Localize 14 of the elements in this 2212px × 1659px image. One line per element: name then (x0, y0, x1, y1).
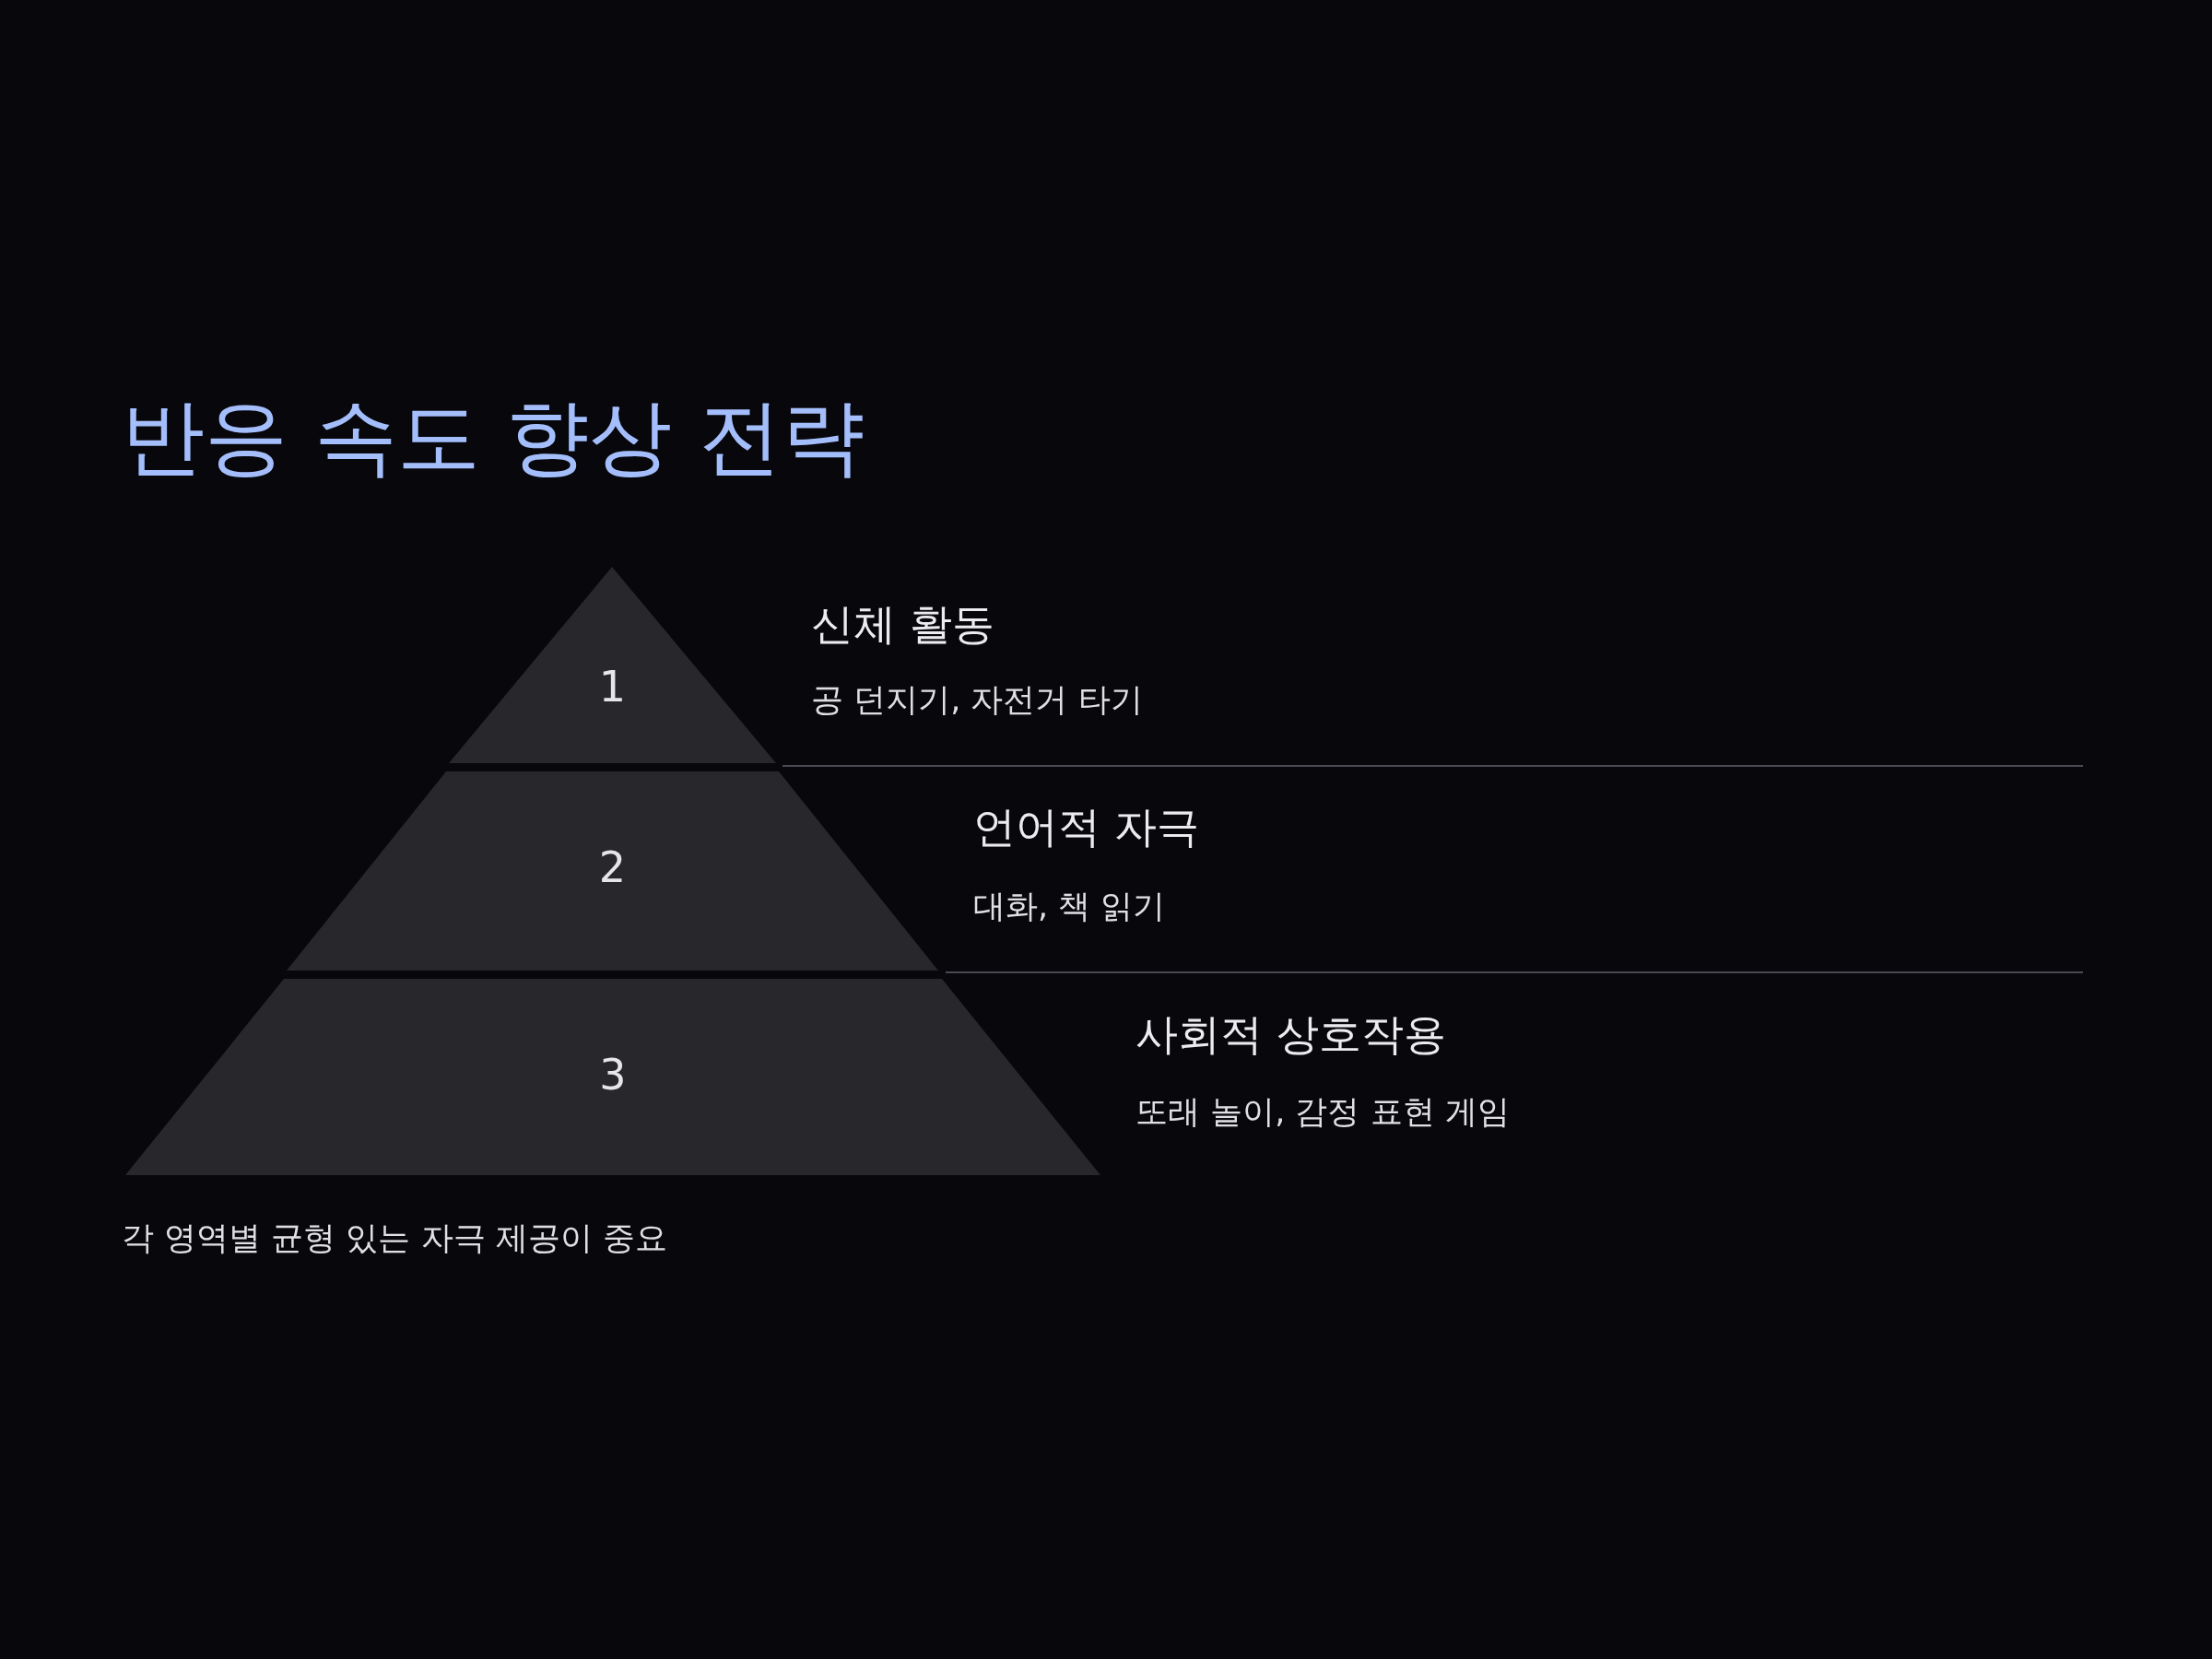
tier-heading: 언어적 자극 (973, 802, 1199, 853)
tier-description: 대화, 책 읽기 (973, 887, 1166, 925)
footnote: 각 영역별 균형 있는 자극 제공이 중요 (122, 1218, 667, 1257)
tier-number: 2 (597, 841, 628, 894)
pyramid-tier (287, 771, 938, 971)
tier-heading: 신체 활동 (811, 599, 994, 651)
tier-heading: 사회적 상호작용 (1135, 1009, 1446, 1061)
pyramid-tier (125, 979, 1100, 1175)
tier-number: 1 (597, 661, 628, 713)
title: 반응 속도 향상 전략 (122, 387, 865, 487)
tier-description: 또래 놀이, 감정 표현 게임 (1135, 1092, 1510, 1131)
pyramid-tier (449, 567, 776, 763)
tier-description: 공 던지기, 자전거 타기 (811, 680, 1143, 719)
tier-number: 3 (598, 1049, 628, 1101)
